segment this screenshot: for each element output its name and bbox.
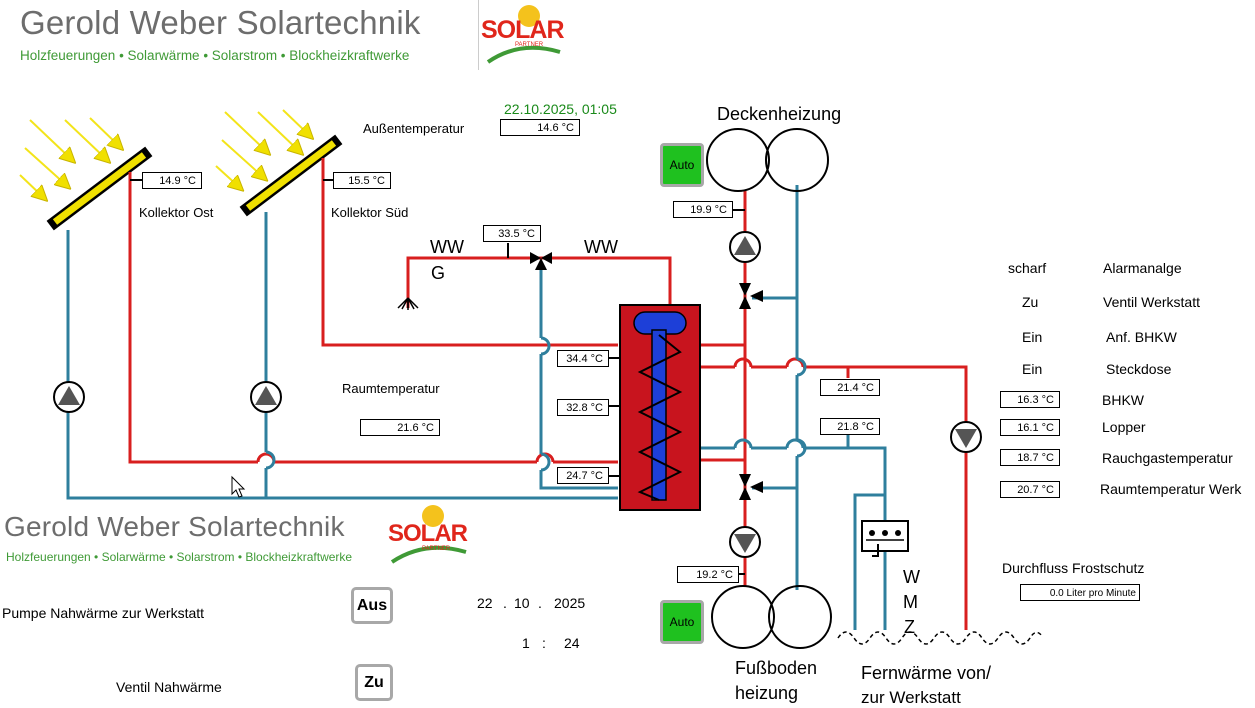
district-supply-temp: 21.4 °C (820, 379, 880, 396)
mouse-cursor-icon (231, 475, 246, 498)
ground-line (837, 631, 1043, 645)
ceiling-heating-circuit (706, 128, 829, 192)
status-state-valve: Zu (1022, 294, 1039, 310)
floor-heating-circuit (711, 585, 832, 649)
brand-title-lower: Gerold Weber Solartechnik (4, 511, 345, 542)
mixer-valve-ww (530, 252, 552, 270)
district-title-2: zur Werkstatt (861, 688, 961, 707)
pump-collector-east (53, 381, 85, 413)
datetime-display: 22.10.2025, 01:05 (504, 101, 617, 117)
wmz-letter-z: Z (904, 617, 915, 637)
collector-south-temp: 15.5 °C (333, 172, 391, 189)
valve-control-label: Ventil Nahwärme (116, 679, 222, 695)
reading-flue-label: Rauchgastemperatur (1102, 450, 1233, 466)
logo-swoosh-top (486, 45, 561, 64)
floor-heating-title-1: Fußboden (735, 658, 818, 678)
floor-heating-title-2: heizung (735, 683, 799, 703)
logo-swoosh-bottom (390, 545, 467, 564)
ceiling-heating-title: Deckenheizung (717, 104, 842, 124)
logo-sun-top (518, 5, 540, 27)
status-state-bhkw: Ein (1022, 329, 1043, 345)
collector-east-temp: 14.9 °C (142, 172, 202, 189)
time-minute: 24 (564, 635, 580, 651)
collector-south-panel (239, 134, 343, 217)
pump-collector-south (250, 381, 282, 413)
pump-toggle-button[interactable]: Aus (351, 587, 393, 624)
brand-logo: SOLAR PARTNER (478, 0, 571, 70)
tank-temp-middle: 32.8 °C (557, 399, 609, 416)
status-label-socket: Steckdose (1106, 361, 1172, 377)
date-year: 2025 (554, 595, 586, 611)
status-label-valve: Ventil Werkstatt (1103, 294, 1201, 310)
mixer-valve-floor (739, 474, 763, 500)
sun-rays-south (215, 109, 308, 186)
district-return-temp: 21.8 °C (820, 418, 880, 435)
sun-rays-east (19, 117, 118, 196)
mixer-temp: 33.5 °C (483, 225, 541, 242)
reading-workshop-room-value: 20.7 °C (1000, 481, 1060, 498)
logo-sun-bottom (422, 505, 444, 527)
date-sep-2: . (538, 595, 542, 611)
status-state-alarm: scharf (1008, 260, 1047, 276)
floor-auto-button[interactable]: Auto (660, 600, 704, 644)
flow-label: Durchfluss Frostschutz (1002, 560, 1145, 576)
red-pipes (128, 150, 968, 630)
status-label-alarm: Alarmanalge (1103, 260, 1182, 276)
wmz-letter-w: W (903, 567, 920, 587)
date-month: 10 (514, 595, 530, 611)
outside-temp-value: 14.6 °C (500, 119, 580, 136)
collector-south-label: Kollektor Süd (331, 205, 409, 220)
time-hour: 1 (522, 635, 530, 651)
mixer-valve-ceiling (739, 283, 763, 309)
collector-east-label: Kollektor Ost (139, 205, 214, 220)
pump-district (950, 421, 982, 453)
floor-supply-temp: 19.2 °C (677, 566, 739, 583)
brand-logo-lower: SOLAR PARTNER (388, 520, 468, 552)
tank-temp-bottom: 24.7 °C (557, 467, 609, 484)
date-sep-1: . (503, 595, 507, 611)
reading-bhkw-value: 16.3 °C (1000, 391, 1060, 408)
pump-control-label: Pumpe Nahwärme zur Werkstatt (2, 605, 205, 621)
date-day: 22 (477, 595, 493, 611)
brand-subtitle: Holzfeuerungen • Solarwärme • Solarstrom… (20, 48, 410, 63)
storage-tank (619, 304, 701, 511)
pump-ceiling (729, 231, 761, 263)
reading-lopper-value: 16.1 °C (1000, 419, 1060, 436)
district-title-1: Fernwärme von/ (861, 663, 992, 683)
ceiling-supply-temp: 19.9 °C (673, 201, 733, 218)
collector-east-panel (46, 146, 153, 231)
reading-workshop-room-label: Raumtemperatur Werk (1100, 481, 1242, 497)
heat-meter-icon (861, 520, 909, 557)
ceiling-auto-button[interactable]: Auto (660, 143, 704, 187)
room-temp-value: 21.6 °C (360, 419, 440, 436)
g-label: G (431, 263, 446, 283)
status-label-bhkw: Anf. BHKW (1106, 329, 1177, 345)
reading-bhkw-label: BHKW (1102, 392, 1144, 408)
ww-label-left: WW (430, 237, 464, 257)
room-temp-label: Raumtemperatur (342, 381, 440, 396)
ww-label-right: WW (584, 237, 618, 257)
flow-value: 0.0 Liter pro Minute (1020, 584, 1140, 601)
brand-subtitle-lower: Holzfeuerungen • Solarwärme • Solarstrom… (6, 550, 353, 564)
status-state-socket: Ein (1022, 361, 1043, 377)
brand-title: Gerold Weber Solartechnik (20, 4, 421, 41)
shower-icon (397, 297, 419, 310)
reading-flue-value: 18.7 °C (1000, 449, 1060, 466)
outside-temp-label: Außentemperatur (363, 121, 465, 136)
blue-pipes (66, 185, 887, 630)
valve-toggle-button[interactable]: Zu (355, 664, 393, 701)
tank-temp-top: 34.4 °C (557, 350, 609, 367)
reading-lopper-label: Lopper (1102, 419, 1146, 435)
pump-floor (729, 526, 761, 558)
wmz-letter-m: M (903, 592, 918, 612)
time-sep: : (542, 635, 546, 651)
